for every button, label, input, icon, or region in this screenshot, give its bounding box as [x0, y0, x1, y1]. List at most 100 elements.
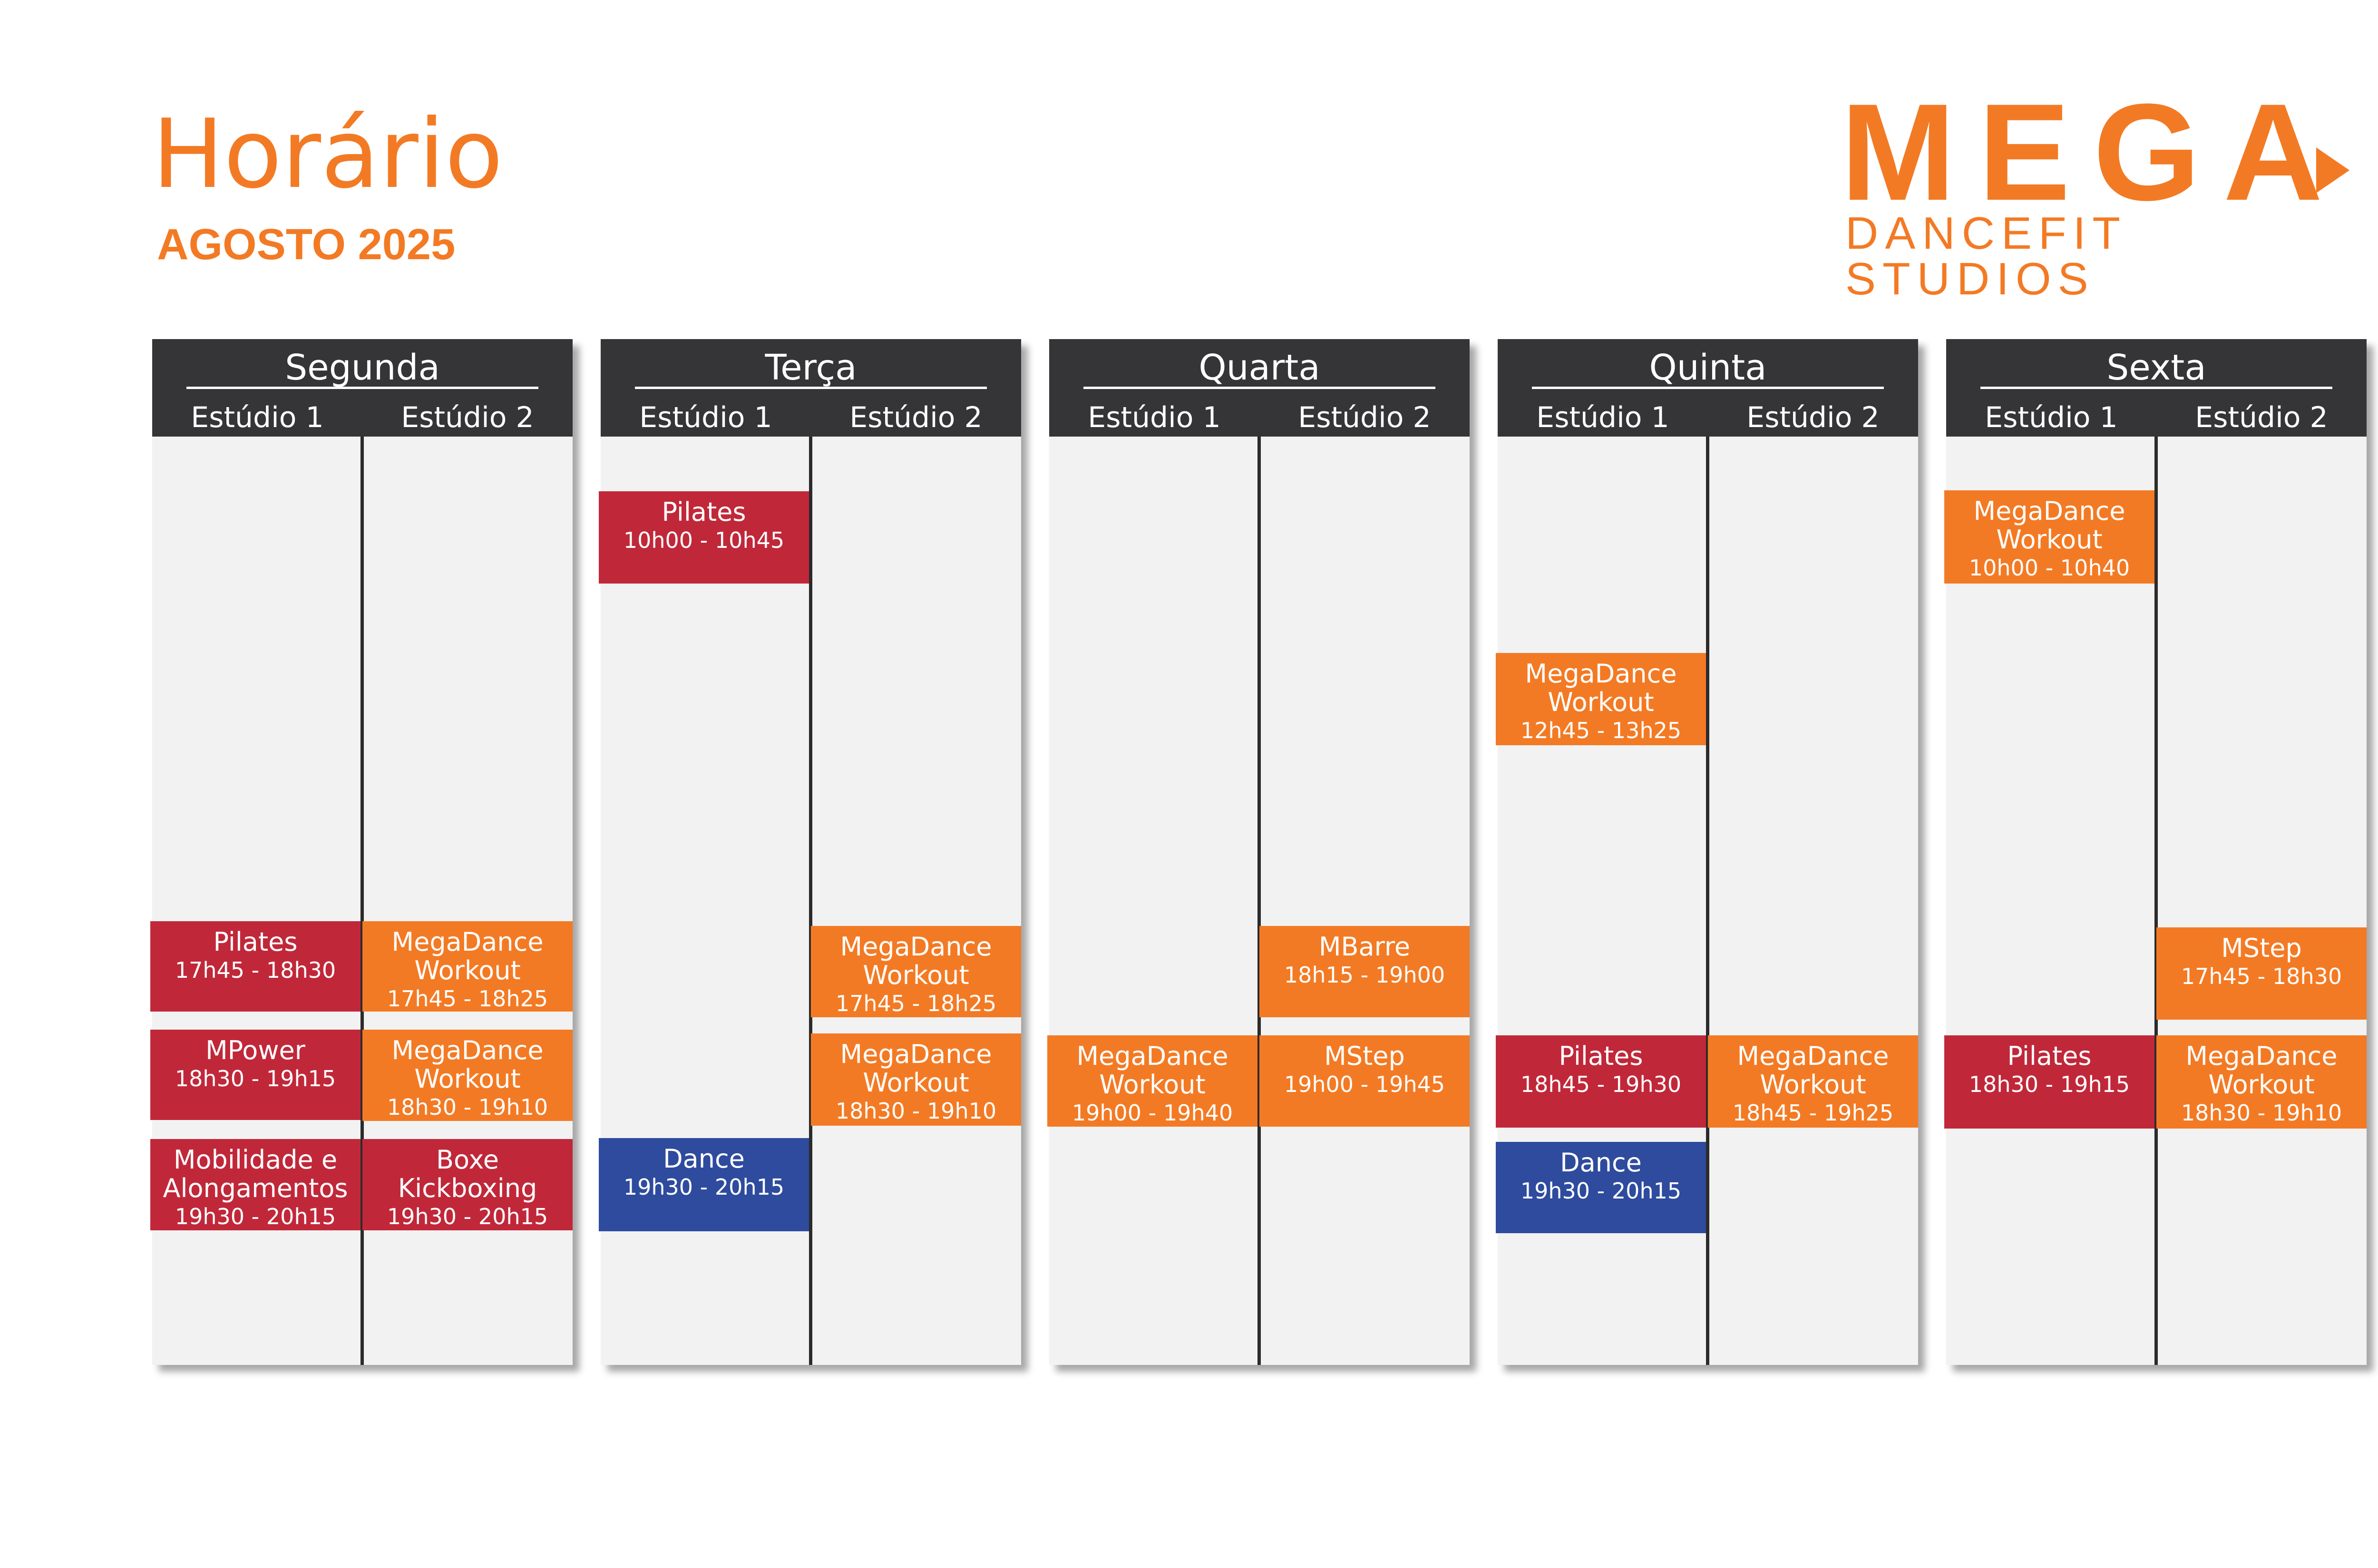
studio-divider	[809, 437, 812, 1365]
day-name: Sexta	[2106, 347, 2206, 388]
class-time: 18h30 - 19h15	[175, 1066, 336, 1091]
studio-label: Estúdio 2	[2195, 401, 2328, 434]
class-time: 18h30 - 19h10	[387, 1094, 548, 1120]
class-time: 10h00 - 10h45	[623, 527, 785, 553]
day-header-rule	[635, 387, 987, 389]
class-time: 18h45 - 19h25	[1732, 1100, 1894, 1126]
studio-label: Estúdio 1	[639, 401, 772, 434]
page-title: Horário	[152, 99, 503, 210]
day-header-rule	[1083, 387, 1435, 389]
class-name: Pilates	[1559, 1041, 1643, 1071]
studio-label: Estúdio 2	[1746, 401, 1880, 434]
class-time: 19h30 - 20h15	[387, 1204, 548, 1229]
studio-label: Estúdio 2	[849, 401, 983, 434]
class-name: Mobilidade e Alongamentos	[163, 1145, 348, 1203]
class-name: Boxe Kickboxing	[398, 1145, 537, 1203]
studio-divider	[1257, 437, 1261, 1365]
class-time: 17h45 - 18h30	[175, 957, 336, 983]
class-name: MegaDance Workout	[1076, 1041, 1228, 1100]
studio-label: Estúdio 1	[1985, 401, 2118, 434]
studio-label: Estúdio 1	[1088, 401, 1221, 434]
studio-divider	[1706, 437, 1709, 1365]
day-name: Quinta	[1649, 347, 1767, 388]
class-name: MStep	[1324, 1041, 1405, 1071]
class-time: 19h30 - 20h15	[623, 1174, 785, 1200]
class-name: MegaDance Workout	[840, 1039, 992, 1098]
class-name: MStep	[2221, 933, 2302, 963]
studio-label: Estúdio 1	[191, 401, 324, 434]
class-name: Pilates	[662, 497, 746, 527]
class-time: 17h45 - 18h25	[387, 986, 548, 1012]
class-time: 18h30 - 19h10	[2181, 1100, 2342, 1126]
logo-wordmark: MEGA	[1841, 75, 2346, 229]
class-name: MegaDance Workout	[1973, 496, 2125, 555]
class-name: MPower	[205, 1035, 305, 1065]
day-header-rule	[1532, 387, 1884, 389]
day-name: Quarta	[1199, 347, 1320, 388]
class-time: 17h45 - 18h30	[2181, 964, 2342, 989]
class-time: 18h30 - 19h10	[835, 1098, 997, 1124]
class-name: MegaDance Workout	[1525, 659, 1677, 717]
class-name: Dance	[663, 1144, 745, 1174]
class-time: 19h30 - 20h15	[175, 1204, 336, 1229]
day-header-rule	[186, 387, 538, 389]
class-time: 18h30 - 19h15	[1969, 1071, 2130, 1097]
class-time: 18h15 - 19h00	[1284, 962, 1445, 988]
class-name: MegaDance Workout	[391, 1035, 544, 1094]
class-time: 19h00 - 19h45	[1284, 1071, 1445, 1097]
class-name: MegaDance Workout	[391, 927, 544, 985]
class-name: Pilates	[213, 927, 298, 957]
studio-label: Estúdio 2	[1298, 401, 1431, 434]
class-time: 19h00 - 19h40	[1072, 1100, 1233, 1126]
day-name: Segunda	[285, 347, 440, 388]
class-time: 19h30 - 20h15	[1520, 1178, 1682, 1204]
class-time: 12h45 - 13h25	[1520, 718, 1682, 743]
logo-arrow-icon	[2316, 147, 2349, 193]
day-name: Terça	[765, 347, 857, 388]
class-name: Pilates	[2007, 1041, 2092, 1071]
class-name: MegaDance Workout	[2185, 1041, 2338, 1100]
class-time: 10h00 - 10h40	[1969, 555, 2130, 581]
page-subtitle: AGOSTO 2025	[157, 220, 456, 269]
studio-label: Estúdio 1	[1536, 401, 1669, 434]
class-name: Dance	[1560, 1148, 1642, 1178]
class-time: 18h45 - 19h30	[1520, 1071, 1682, 1097]
studio-divider	[2154, 437, 2158, 1365]
class-name: MegaDance Workout	[1737, 1041, 1889, 1100]
studio-divider	[361, 437, 364, 1365]
class-name: MBarre	[1318, 932, 1411, 962]
studio-label: Estúdio 2	[401, 401, 534, 434]
day-header-rule	[1980, 387, 2332, 389]
class-time: 17h45 - 18h25	[835, 991, 997, 1016]
